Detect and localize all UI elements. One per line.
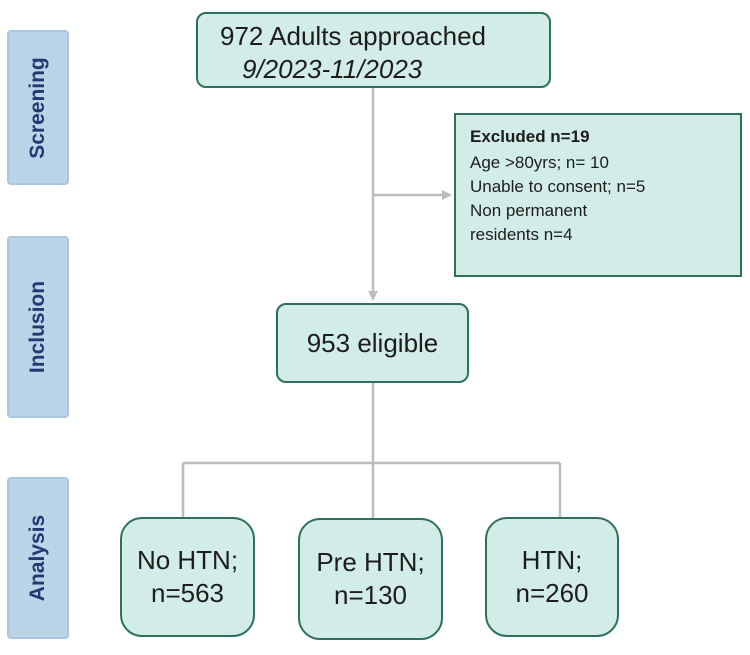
stage-analysis-label: Analysis <box>26 514 50 602</box>
htn-label: HTN; <box>521 545 583 575</box>
node-eligible: 953 eligible <box>276 303 469 383</box>
no-htn-label: No HTN; <box>136 545 239 575</box>
approached-date-range: 9/2023-11/2023 <box>242 54 423 84</box>
excluded-title: Excluded n=19 <box>470 127 590 146</box>
stage-screening-label: Screening <box>26 56 50 159</box>
node-no-htn: No HTN; n=563 <box>120 517 255 637</box>
node-pre-htn: Pre HTN; n=130 <box>298 518 443 640</box>
approached-count-text: 972 Adults approached <box>220 21 486 51</box>
stage-analysis: Analysis <box>7 477 69 639</box>
excluded-reason: Age >80yrs; n= 10 <box>470 153 609 172</box>
stage-inclusion-label: Inclusion <box>26 280 49 374</box>
node-htn: HTN; n=260 <box>485 517 619 637</box>
excluded-reason: residents n=4 <box>470 225 573 244</box>
node-adults-approached: 972 Adults approached 9/2023-11/2023 <box>196 12 551 88</box>
htn-count: n=260 <box>515 578 589 608</box>
pre-htn-label: Pre HTN; <box>316 547 425 577</box>
eligible-text: 953 eligible <box>306 327 439 358</box>
stage-inclusion: Inclusion <box>7 236 69 418</box>
stage-screening: Screening <box>7 30 69 185</box>
node-excluded: Excluded n=19 Age >80yrs; n= 10 Unable t… <box>454 113 742 277</box>
excluded-reason: Unable to consent; n=5 <box>470 177 646 196</box>
excluded-reason: Non permanent <box>470 201 588 220</box>
pre-htn-count: n=130 <box>333 580 408 610</box>
no-htn-count: n=563 <box>150 578 225 608</box>
